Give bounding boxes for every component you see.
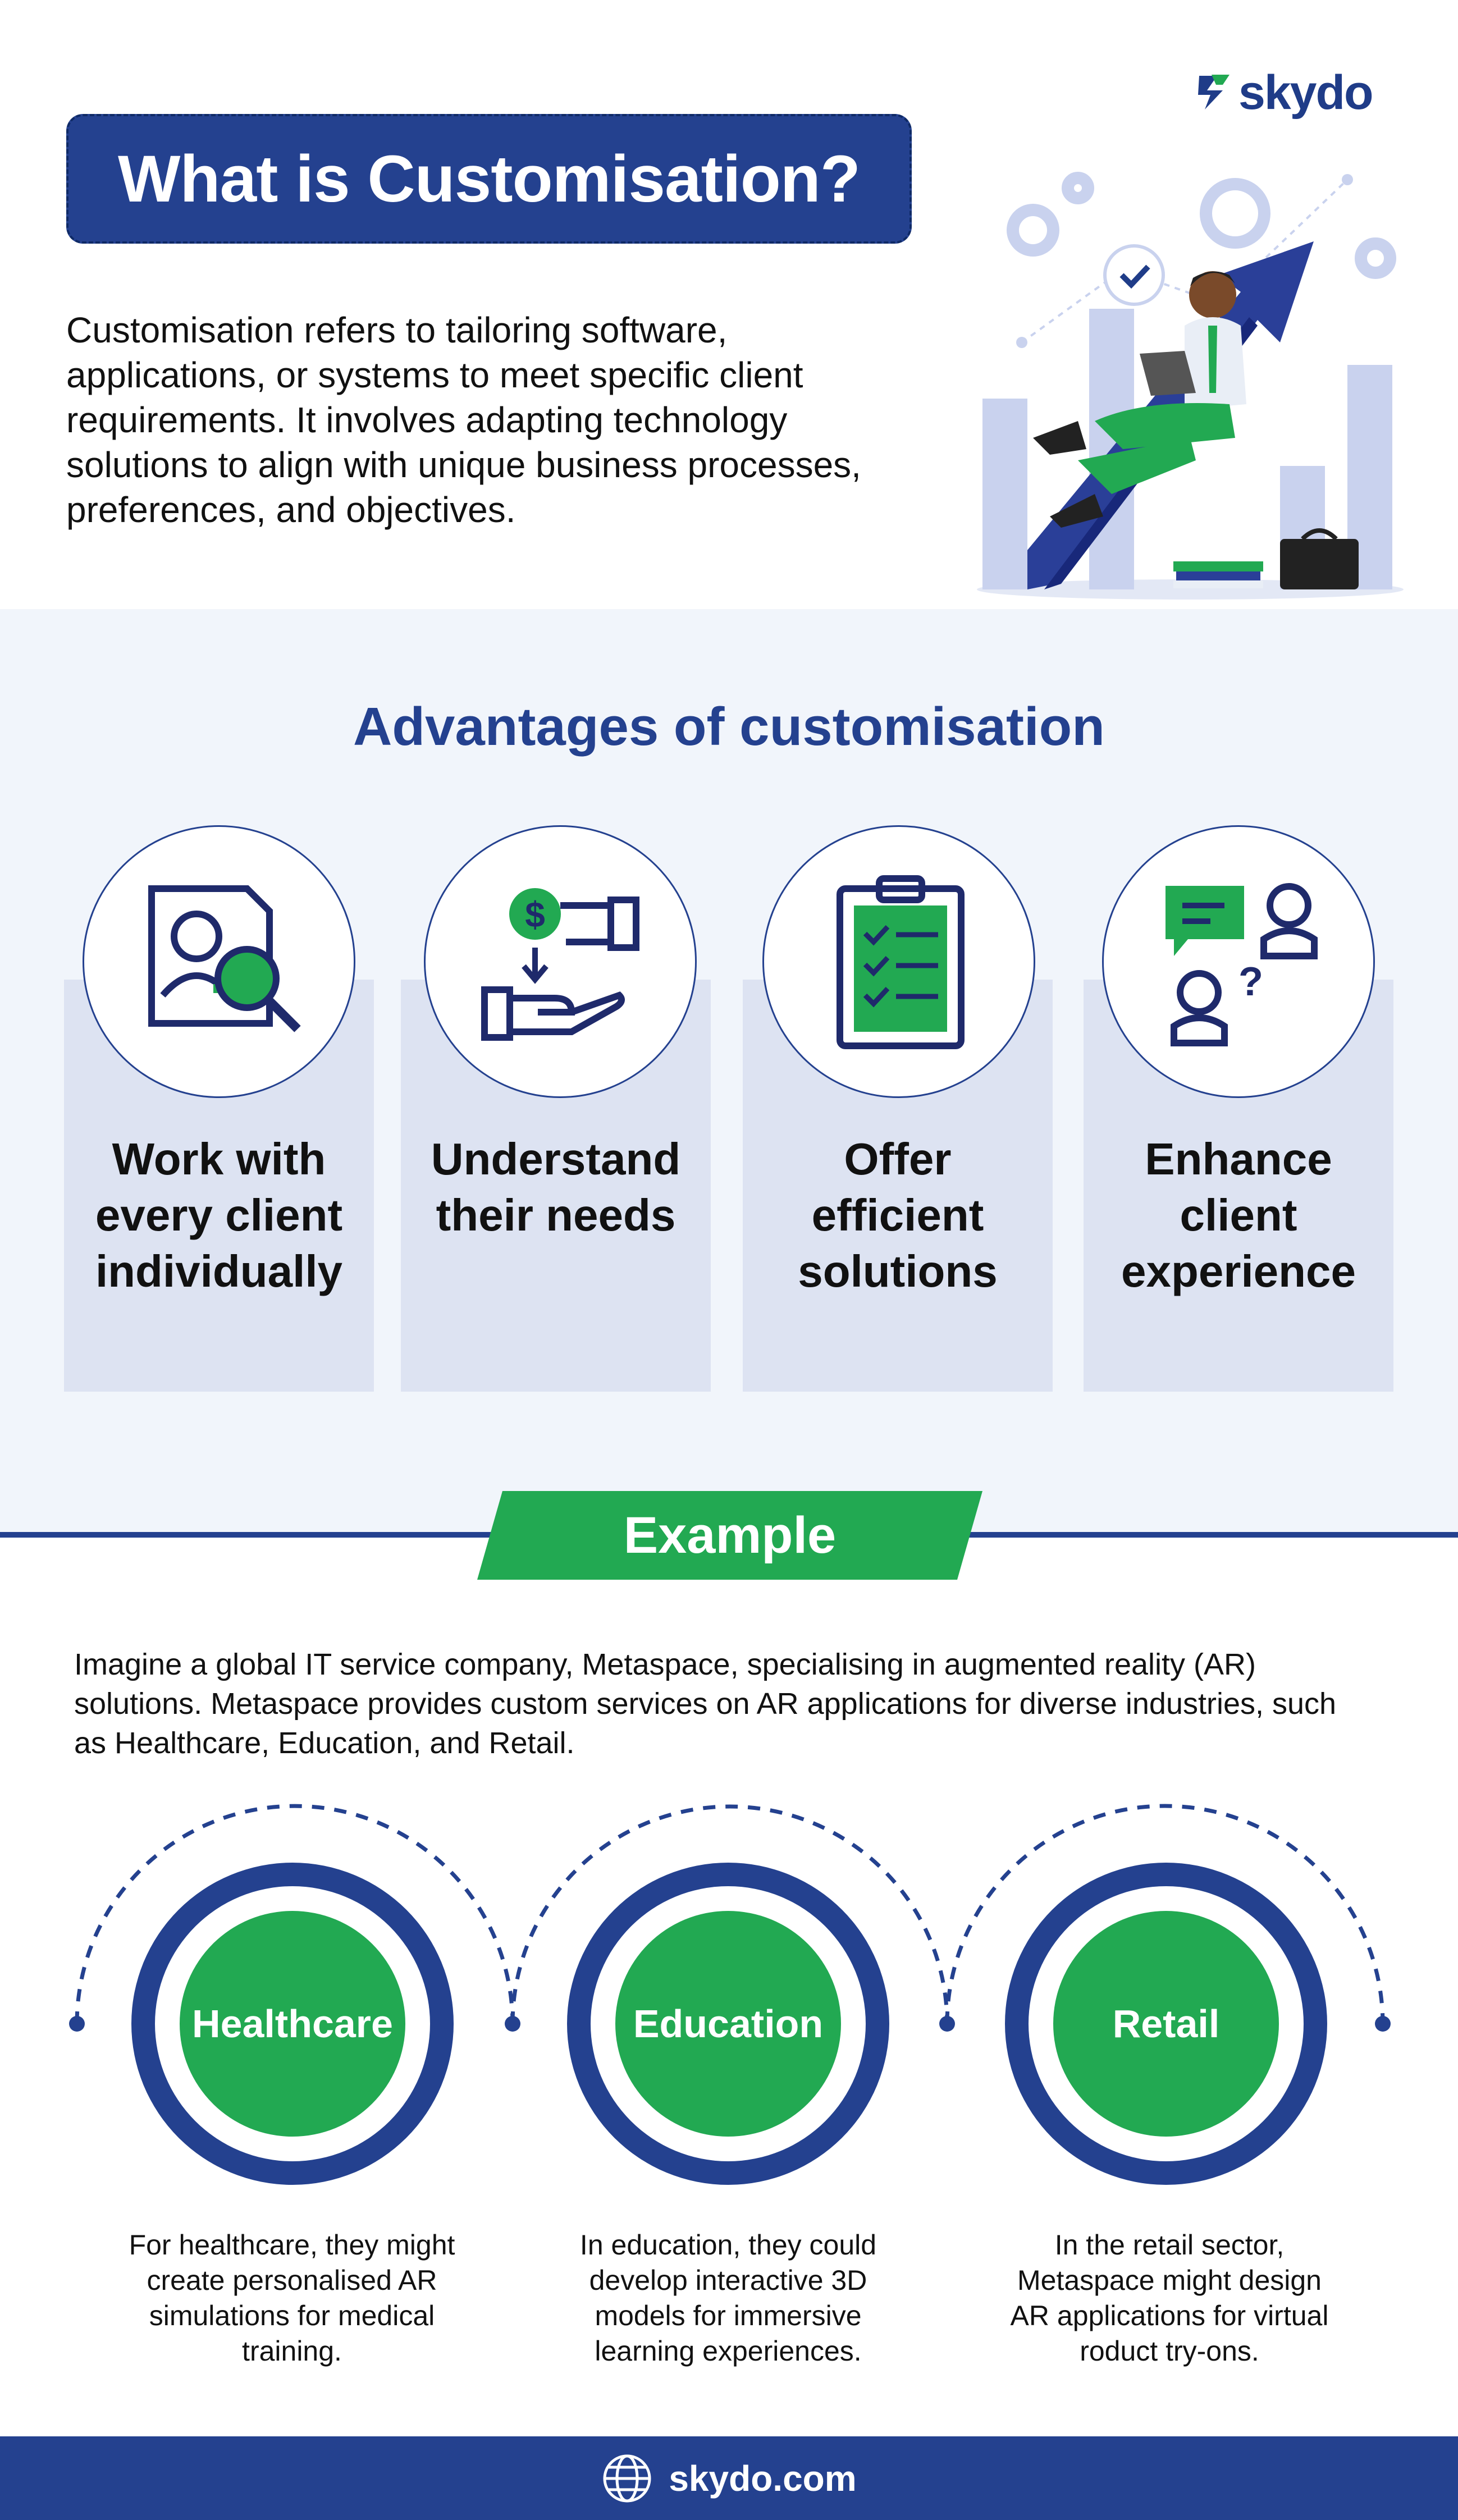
advantage-icon-circle [762, 825, 1035, 1098]
label-line: client [1180, 1190, 1297, 1240]
desc-line: learning experiences. [595, 2335, 862, 2367]
label-line: efficient [811, 1190, 984, 1240]
intro-line: requirements. It involves adapting techn… [66, 400, 788, 440]
ring-gap: Retail [1029, 1886, 1304, 2161]
intro-paragraph: Customisation refers to tailoring softwa… [66, 308, 942, 532]
svg-text:$: $ [525, 894, 545, 935]
example-line: as Healthcare, Education, and Retail. [74, 1726, 575, 1760]
advantage-label: Understand their needs [401, 1131, 711, 1243]
desc-line: In the retail sector, [1054, 2229, 1285, 2261]
desc-line: For healthcare, they might [129, 2229, 455, 2261]
desc-line: simulations for medical [149, 2300, 435, 2331]
example-line: solutions. Metaspace provides custom ser… [74, 1687, 1337, 1721]
example-line: Imagine a global IT service company, Met… [74, 1648, 1256, 1681]
industry-ring-retail: Retail [1005, 1863, 1327, 2185]
hero-illustration [977, 172, 1404, 600]
advantage-label: Work with every client individually [64, 1131, 374, 1300]
industry-ring-healthcare: Healthcare [131, 1863, 454, 2185]
advantage-label: Offer efficient solutions [743, 1131, 1053, 1300]
desc-line: Metaspace might design [1017, 2265, 1322, 2296]
industry-description: In education, they could develop interac… [543, 2228, 913, 2369]
desc-line: training. [242, 2335, 342, 2367]
money-hand-icon: $ [481, 888, 639, 1041]
industry-name: Education [615, 1911, 841, 2137]
intro-line: preferences, and objectives. [66, 490, 516, 530]
industry-description: In the retail sector, Metaspace might de… [984, 2228, 1355, 2369]
advantage-icon-circle: $ [424, 825, 697, 1098]
desc-line: models for immersive [595, 2300, 862, 2331]
label-line: solutions [798, 1246, 998, 1296]
client-search-icon [148, 885, 301, 1032]
intro-line: applications, or systems to meet specifi… [66, 355, 803, 395]
connector-dot [1375, 2016, 1391, 2032]
footer-url-link[interactable]: skydo.com [669, 2458, 857, 2499]
connector-dot [69, 2016, 85, 2032]
desc-line: develop interactive 3D [589, 2265, 867, 2296]
globe-icon [603, 2454, 651, 2502]
ring-gap: Healthcare [155, 1886, 430, 2161]
example-paragraph: Imagine a global IT service company, Met… [74, 1645, 1399, 1763]
desc-line: In education, they could [579, 2229, 877, 2261]
example-banner [477, 1491, 982, 1580]
label-line: Work with [112, 1134, 326, 1184]
page-title: What is Customisation? [118, 141, 861, 216]
label-line: individually [95, 1246, 343, 1296]
advantage-icon-circle [83, 825, 355, 1098]
intro-line: Customisation refers to tailoring softwa… [66, 310, 728, 350]
industry-description: For healthcare, they might create person… [107, 2228, 477, 2369]
connector-dot [939, 2016, 955, 2032]
desc-line: roduct try-ons. [1080, 2335, 1259, 2367]
industry-name: Retail [1053, 1911, 1279, 2137]
label-line: experience [1121, 1246, 1356, 1296]
label-line: Understand [431, 1134, 681, 1184]
client-chat-icon: ? [1166, 883, 1318, 1046]
gear-icon [1007, 172, 1396, 279]
connector-dot [505, 2016, 520, 2032]
ring-gap: Education [591, 1886, 866, 2161]
desc-line: AR applications for virtual [1010, 2300, 1329, 2331]
skydo-logo: skydo [1195, 62, 1380, 124]
footer-bar: skydo.com [0, 2436, 1458, 2520]
industry-name: Healthcare [180, 1911, 405, 2137]
dashed-connector-arcs [69, 1804, 1391, 2032]
svg-text:?: ? [1238, 959, 1263, 1004]
skydo-logo-icon [1198, 75, 1230, 109]
label-line: Offer [844, 1134, 952, 1184]
industry-ring-education: Education [567, 1863, 889, 2185]
desc-line: create personalised AR [147, 2265, 437, 2296]
example-label: Example [623, 1506, 837, 1564]
intro-line: solutions to align with unique business … [66, 445, 861, 485]
checklist-clipboard-icon [837, 875, 965, 1049]
label-line: Enhance [1145, 1134, 1332, 1184]
logo-text: skydo [1238, 65, 1374, 120]
advantage-icon-circle: ? [1102, 825, 1375, 1098]
label-line: every client [95, 1190, 343, 1240]
title-banner: What is Customisation? [66, 114, 912, 244]
advantage-label: Enhance client experience [1084, 1131, 1393, 1300]
label-line: their needs [436, 1190, 676, 1240]
advantages-title: Advantages of customisation [353, 697, 1105, 757]
